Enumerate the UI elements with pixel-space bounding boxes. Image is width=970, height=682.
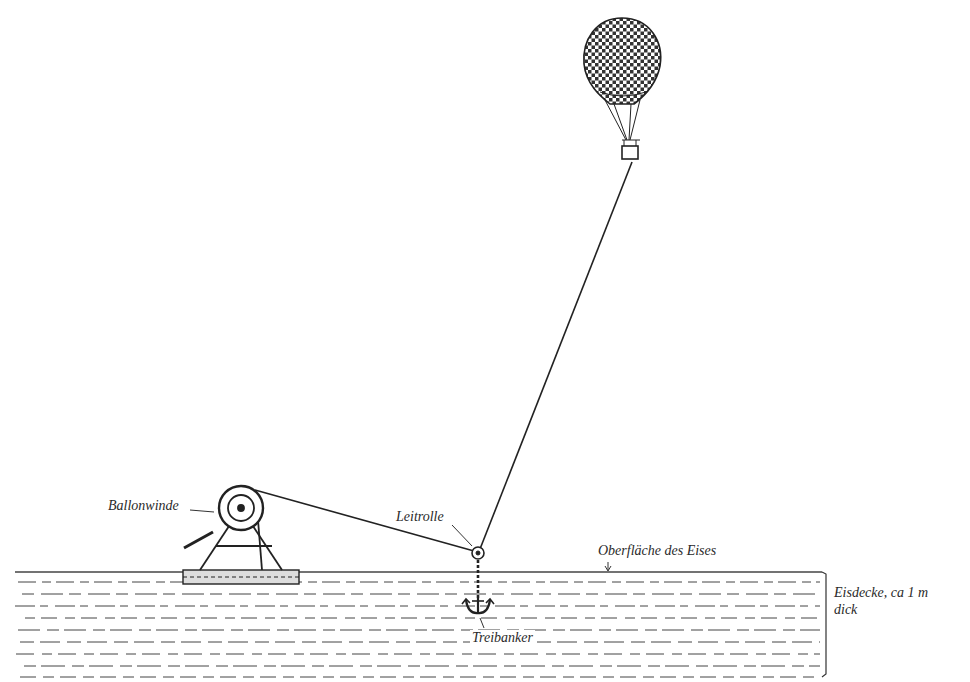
part-label: Oberfläche des Eises <box>598 543 716 560</box>
pulley-anchor <box>462 547 494 613</box>
part-label: Leitrolle <box>396 509 444 526</box>
tether-rope <box>480 162 632 549</box>
part-label: Eisdecke, ca 1 m dick <box>832 585 946 619</box>
thickness-bracket <box>822 572 826 677</box>
part-label: Ballonwinde <box>108 498 179 515</box>
ice-surface <box>15 571 822 573</box>
part-label: Treibanker <box>470 630 535 647</box>
tether-rope <box>255 490 474 551</box>
balloon <box>584 18 661 159</box>
leader-lines <box>190 510 611 628</box>
winch <box>183 486 299 584</box>
ice-hatching <box>15 572 822 677</box>
